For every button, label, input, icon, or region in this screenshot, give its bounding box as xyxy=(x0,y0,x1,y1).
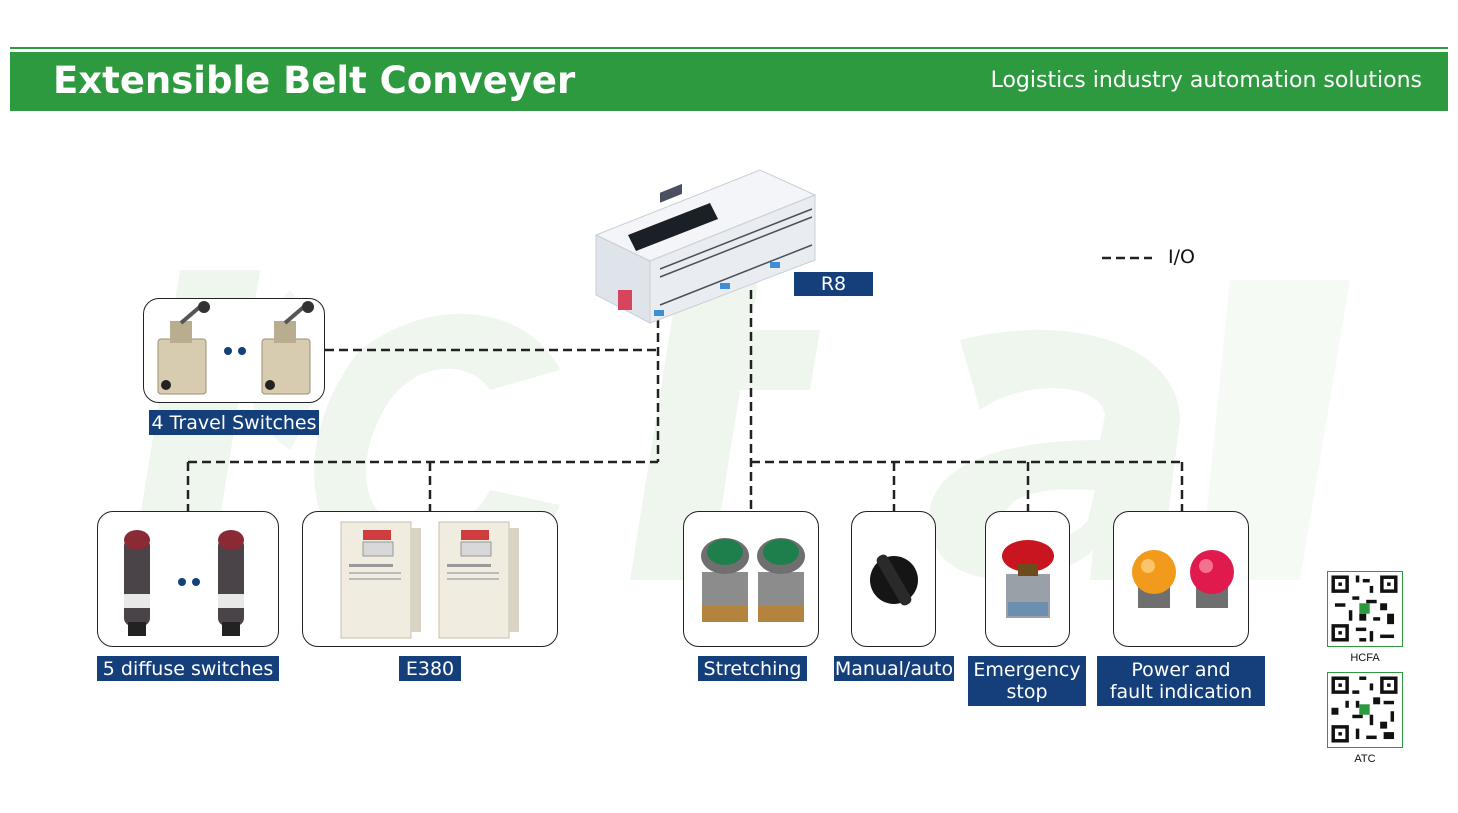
emergency-stop-label: Emergency stop xyxy=(968,656,1086,706)
e380-box xyxy=(302,511,558,647)
manual-auto-box xyxy=(851,511,936,647)
atc-qr-code[interactable] xyxy=(1327,672,1403,748)
diffuse-switches-box xyxy=(97,511,279,647)
r8-label: R8 xyxy=(794,272,873,296)
hcfa-qr-code[interactable] xyxy=(1327,571,1403,647)
emergency-stop-box xyxy=(985,511,1070,647)
diffuse-switches-label: 5 diffuse switches xyxy=(97,656,279,681)
r8-plc-controller xyxy=(594,169,817,324)
qr-pattern-icon xyxy=(1331,676,1398,743)
stretching-label: Stretching xyxy=(698,656,807,681)
travel-switches-box xyxy=(143,298,325,403)
selector-knob-icon xyxy=(870,554,918,606)
power-fault-label: Power and fault indication xyxy=(1097,656,1265,706)
stretching-box xyxy=(683,511,819,647)
indicator-lamp-icon xyxy=(1132,550,1234,608)
green-push-button-icon xyxy=(701,538,805,622)
page-title: Extensible Belt Conveyer xyxy=(53,59,576,102)
atc-qr-caption: ATC xyxy=(1354,753,1376,765)
legend-io-label: I/O xyxy=(1168,246,1195,268)
header-bar: Extensible Belt Conveyer Logistics indus… xyxy=(10,52,1448,111)
inverter-drive-icon xyxy=(340,521,519,639)
qr-pattern-icon xyxy=(1331,575,1398,642)
power-fault-box xyxy=(1113,511,1249,647)
hcfa-qr-caption: HCFA xyxy=(1350,652,1380,664)
travel-switch-icon xyxy=(157,301,314,395)
header-rule xyxy=(10,47,1448,49)
travel-switches-label: 4 Travel Switches xyxy=(149,410,319,435)
emergency-stop-icon xyxy=(1002,540,1054,618)
page-subtitle: Logistics industry automation solutions xyxy=(990,68,1422,93)
manual-auto-label: Manual/auto xyxy=(834,656,954,681)
photoelectric-sensor-icon xyxy=(124,530,244,636)
e380-label: E380 xyxy=(399,656,461,681)
